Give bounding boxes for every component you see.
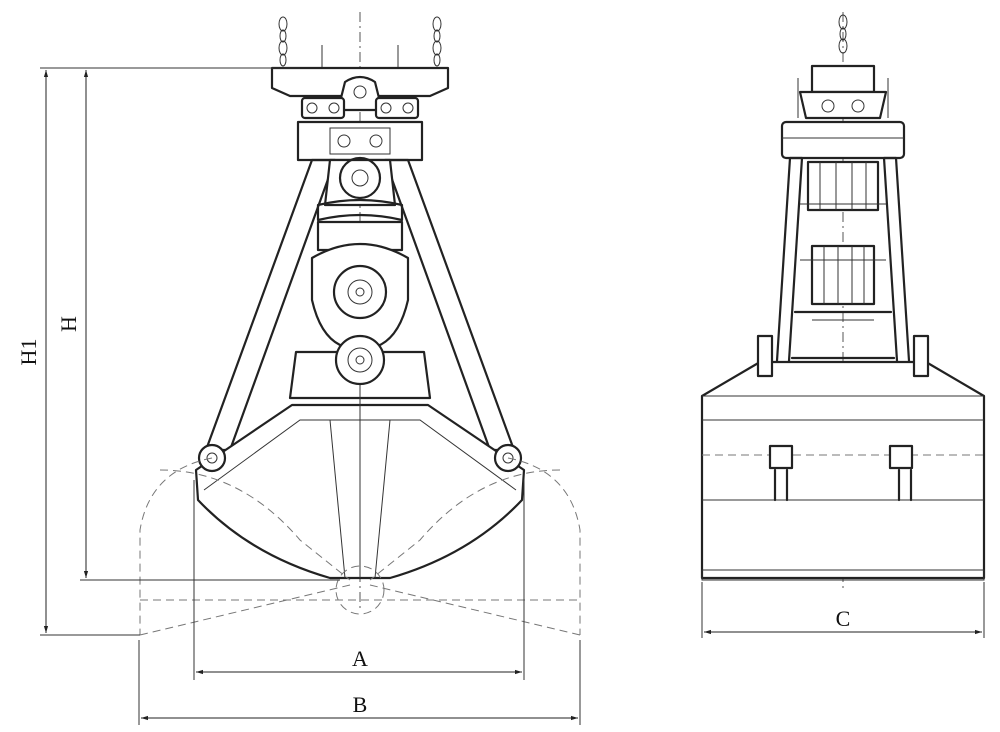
right-chain [432, 16, 442, 67]
dim-label-a: A [352, 646, 368, 671]
dim-label-c: C [836, 606, 851, 631]
dim-label-b: B [353, 692, 368, 717]
front-view: H H1 A B [16, 12, 581, 725]
left-chain [278, 16, 288, 67]
dim-label-h1: H1 [16, 339, 41, 366]
dim-label-h: H [56, 316, 81, 332]
side-view: C [700, 12, 986, 638]
